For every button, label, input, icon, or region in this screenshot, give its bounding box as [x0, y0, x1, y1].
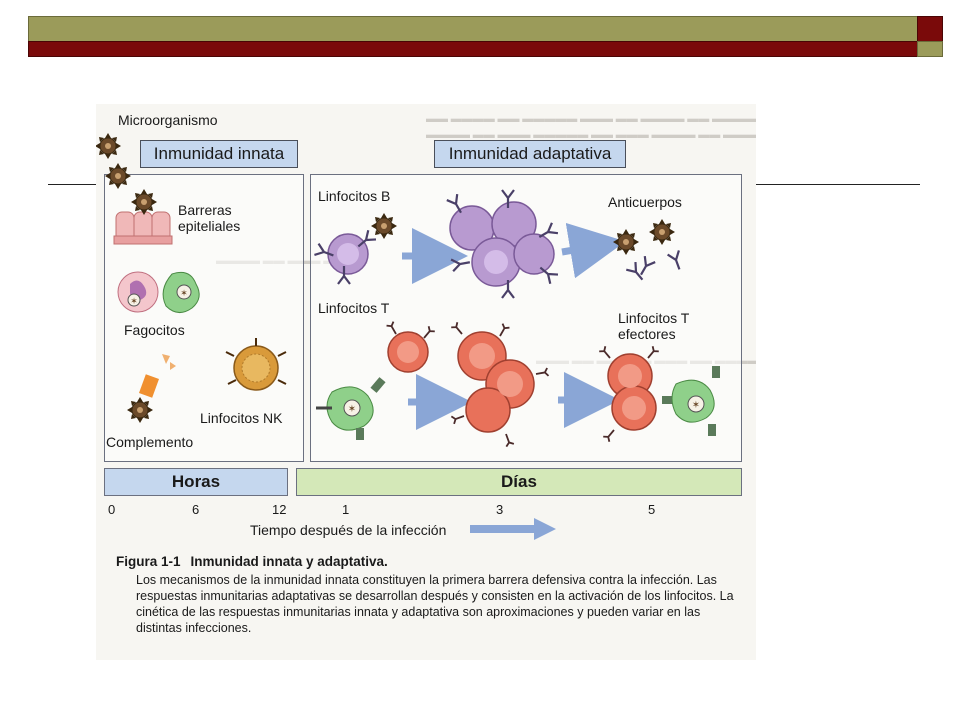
label-barriers-2: epiteliales: [178, 218, 241, 234]
arrow-b-antibodies: [561, 222, 626, 279]
header-square-maroon: [917, 16, 943, 42]
microbe-icon: [96, 132, 132, 190]
b-cell-cluster-icon: [445, 188, 560, 300]
days-band: Días: [296, 468, 742, 496]
bleed-through-texture: ▬▬ ▬▬▬▬ ▬▬ ▬▬▬▬▬ ▬▬▬ ▬▬ ▬▬▬▬ ▬▬ ▬▬▬▬▬▬: [426, 113, 756, 125]
label-complement: Complemento: [106, 434, 194, 450]
svg-text:✶: ✶: [180, 288, 188, 298]
label-phagocytes: Fagocitos: [124, 322, 185, 338]
caption-figure-number: Figura 1-1: [116, 554, 181, 569]
label-antibodies: Anticuerpos: [608, 194, 682, 210]
effector-t-cell-icon: ✶: [598, 345, 720, 443]
b-cell-icon: [313, 212, 398, 286]
label-effector-1: Linfocitos T: [618, 310, 690, 326]
tick-0: 0: [108, 502, 116, 517]
caption-body: Los mecanismos de la inmunidad innata co…: [136, 573, 734, 635]
time-axis-label: Tiempo después de la infección: [250, 522, 447, 538]
antibodies-icon: [612, 218, 687, 285]
adaptive-header: Inmunidad adaptativa: [434, 140, 626, 168]
slide-rule-left: [48, 184, 100, 185]
label-microorganism: Microorganismo: [118, 112, 218, 128]
t-cell-cluster-icon: [450, 321, 550, 448]
hours-band: Horas: [104, 468, 288, 496]
nk-cell-icon: [225, 338, 287, 391]
svg-text:✶: ✶: [130, 296, 138, 306]
svg-text:✶: ✶: [348, 404, 356, 415]
phagocyte-icon: ✶ ✶: [117, 271, 200, 313]
epithelial-barrier-icon: [113, 188, 173, 245]
complement-icon: [126, 354, 176, 424]
immunity-figure: ▬▬ ▬▬▬▬ ▬▬ ▬▬▬▬▬ ▬▬▬ ▬▬ ▬▬▬▬ ▬▬ ▬▬▬▬▬▬ ▬…: [96, 104, 756, 660]
svg-text:✶: ✶: [692, 400, 700, 411]
tick-3: 3: [496, 502, 504, 517]
header-bar-olive: [28, 16, 918, 42]
t-cell-icon: ✶: [316, 320, 436, 440]
innate-header: Inmunidad innata: [140, 140, 298, 168]
label-nk: Linfocitos NK: [200, 410, 283, 426]
tick-12: 12: [272, 502, 287, 517]
slide-rule-right: [750, 184, 920, 185]
header-square-olive: [917, 41, 943, 57]
caption-title: Inmunidad innata y adaptativa.: [190, 554, 388, 569]
label-b-cells: Linfocitos B: [318, 188, 391, 204]
header-bar-maroon: [28, 41, 918, 57]
figure-caption: Figura 1-1 Inmunidad innata y adaptativa.…: [116, 554, 736, 636]
tick-6: 6: [192, 502, 200, 517]
label-effector-2: efectores: [618, 326, 676, 342]
label-barriers-1: Barreras: [178, 202, 232, 218]
tick-1: 1: [342, 502, 350, 517]
label-t-cells: Linfocitos T: [318, 300, 390, 316]
tick-5: 5: [648, 502, 656, 517]
time-arrow-icon: [470, 518, 556, 540]
cells-illustration: ✶ ✶: [96, 132, 720, 448]
